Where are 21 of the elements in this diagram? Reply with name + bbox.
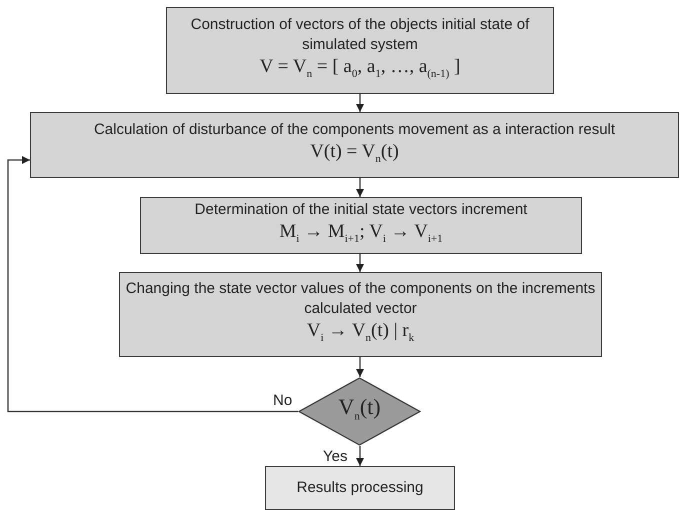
formula-text: V = V$_{n}$ = [ a$_{0}$, a$_{1}$, …, a$_{(n-1)}$ ] — [260, 55, 460, 82]
step-text: Construction of vectors of the objects initial state of simulated system — [190, 15, 530, 56]
step-text: Results processing — [296, 478, 424, 498]
arrow — [356, 446, 364, 466]
formula-text: V$_{n}$(t) — [338, 394, 381, 424]
arrow — [7, 156, 298, 412]
arrow — [356, 357, 364, 377]
step-text: Changing the state vector values of the components on the increments calculated vector — [126, 279, 596, 320]
process-box — [30, 112, 679, 178]
arrow — [356, 94, 364, 112]
step-text: Calculation of disturbance of the components movement as a interaction result — [94, 120, 616, 140]
process-box — [140, 197, 582, 254]
end-box — [265, 466, 455, 510]
formula-text: V(t) = V$_{n}$(t) — [310, 140, 399, 166]
step-text: Determination of the initial state vectors increment — [194, 200, 528, 220]
arrow — [356, 178, 364, 197]
process-box — [119, 272, 602, 357]
formula-text: V$_{i}$ → V$_{n}$(t) | r$_{k}$ — [306, 319, 414, 346]
arrow — [356, 254, 364, 272]
process-box — [166, 7, 554, 94]
formula-text: M$_{i}$ → M$_{i+1}$; V$_{i}$ → V$_{i+1}$ — [279, 220, 443, 247]
